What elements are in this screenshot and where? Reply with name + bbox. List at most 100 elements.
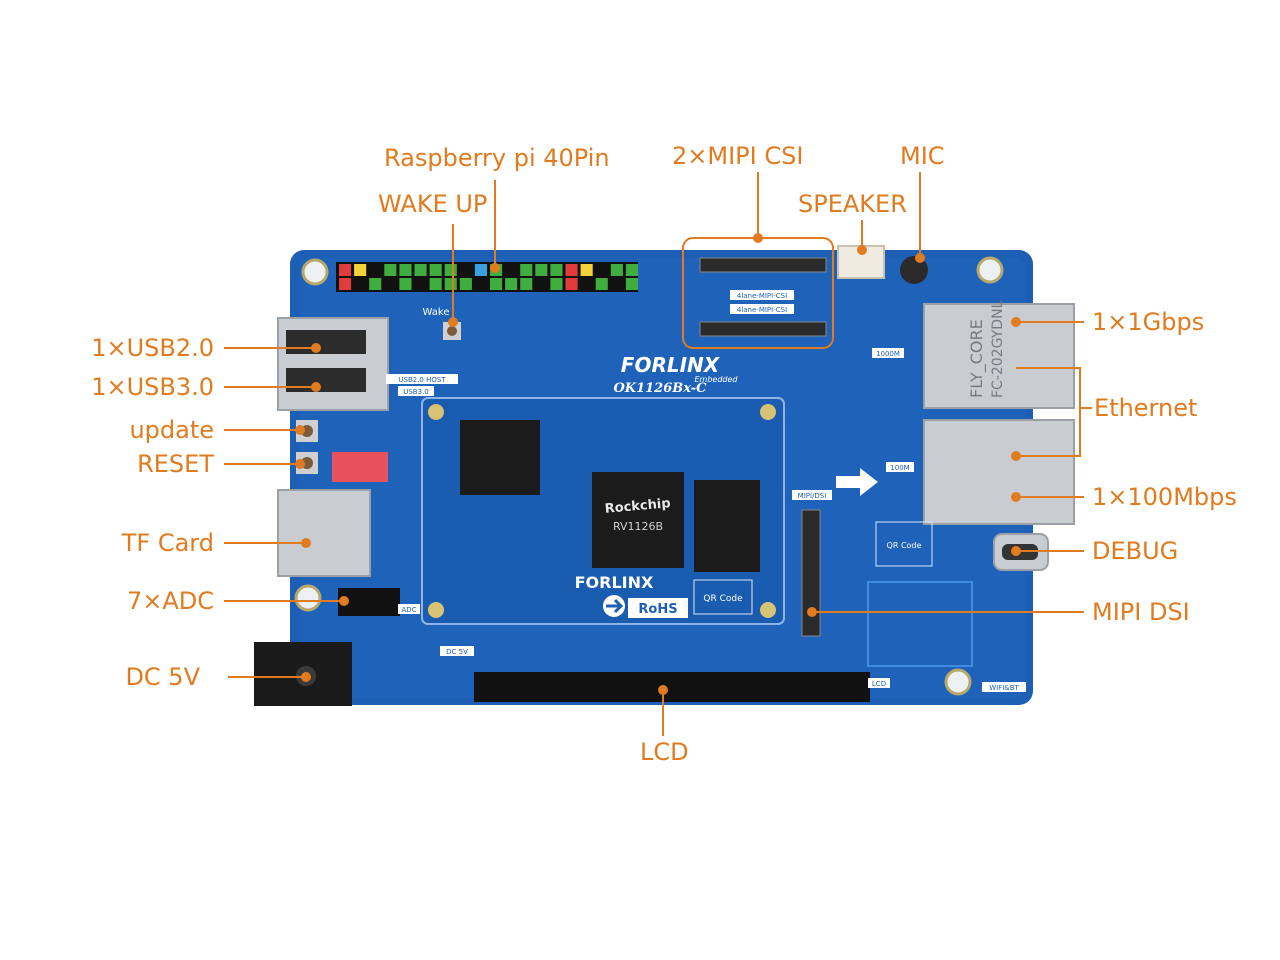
header-pin [580, 264, 593, 276]
header-pin [550, 278, 563, 290]
header-pin [414, 278, 427, 290]
board-qr: QR Code [887, 541, 922, 550]
label-lcd: LCD [640, 738, 689, 766]
soc-chip [592, 472, 684, 568]
header-pin [520, 264, 533, 276]
wifi-module [867, 581, 973, 667]
label-usb20: 1×USB2.0 [91, 334, 214, 362]
label-mic: MIC [900, 142, 945, 170]
csi-connector-1 [699, 257, 827, 273]
gig-tag: 1000M [876, 350, 900, 358]
header-pin [399, 278, 412, 290]
header-pin [520, 278, 533, 290]
mic-component [900, 256, 928, 284]
header-pin [580, 278, 593, 290]
leader-lines [224, 172, 1092, 736]
leader-dots [295, 233, 1021, 695]
usb-tag: USB2.0 HOST [398, 376, 446, 384]
dsi-connector [801, 509, 821, 637]
label-tf-card: TF Card [121, 529, 214, 557]
csi-connector-2 [699, 321, 827, 337]
lcd-header [474, 672, 870, 702]
som-module: Rockchip RV1126B FORLINX RoHS QR Code [421, 397, 785, 625]
label-ethernet: Ethernet [1094, 394, 1198, 422]
eth-module-2: FC-202GYDNL [990, 300, 1006, 398]
raspberry-pi-header [336, 262, 638, 292]
memory-chip [460, 420, 540, 495]
dsi-tag: MIPI/DSI [798, 492, 827, 500]
brand-logo: FORLINX [621, 353, 721, 377]
dip-switch [332, 452, 388, 482]
header-pin [550, 264, 563, 276]
header-pin [505, 278, 518, 290]
header-pin [625, 278, 638, 290]
header-pin [474, 264, 487, 276]
header-pin [565, 278, 578, 290]
header-pin [505, 264, 518, 276]
label-mipi-csi: 2×MIPI CSI [672, 142, 804, 170]
mount-hole [944, 668, 972, 696]
header-pin [429, 264, 442, 276]
header-pin [459, 278, 472, 290]
speaker-connector [837, 245, 885, 279]
header-pin [339, 278, 352, 290]
label-speaker: SPEAKER [798, 190, 907, 218]
header-pin [429, 278, 442, 290]
eth-module-1: FLY_CORE [967, 319, 987, 398]
label-usb30: 1×USB3.0 [91, 373, 214, 401]
header-pin [444, 264, 457, 276]
flash-chip [694, 480, 760, 572]
usb3-tag: USB3.0 [403, 388, 429, 396]
header-pin [610, 264, 623, 276]
header-pin [625, 264, 638, 276]
wake-tag: Wake [423, 307, 450, 318]
header-pin [369, 278, 382, 290]
board-model: OK1126Bx-C [613, 381, 707, 396]
label-wake-up: WAKE UP [378, 190, 488, 218]
header-pin [474, 278, 487, 290]
fast-tag: 100M [890, 464, 909, 472]
label-raspberry-pi: Raspberry pi 40Pin [384, 144, 610, 172]
rohs-mark: RoHS [638, 602, 677, 617]
header-pin [535, 264, 548, 276]
header-pin [384, 264, 397, 276]
brand-sub: Embedded [694, 375, 738, 384]
label-gbps: 1×1Gbps [1092, 308, 1205, 336]
header-pin [595, 264, 608, 276]
dc-tag: DC 5V [446, 648, 468, 656]
wifi-tag: WIFI&BT [989, 684, 1019, 692]
ethernet-100mbps [923, 419, 1075, 525]
header-pin [354, 264, 367, 276]
header-pin [399, 264, 412, 276]
ethernet-bracket [1016, 367, 1081, 457]
csi-tag: 4lane-MIPI-CSI [737, 292, 787, 300]
label-adc: 7×ADC [126, 587, 214, 615]
chip-model: RV1126B [613, 520, 663, 533]
header-pin [354, 278, 367, 290]
chip-brand: Rockchip [604, 496, 671, 517]
csi-tag-2: 4lane-MIPI-CSI [737, 306, 787, 314]
mount-hole [301, 258, 329, 286]
som-qr: QR Code [703, 594, 743, 604]
label-100mbps: 1×100Mbps [1092, 483, 1237, 511]
header-pin [459, 264, 472, 276]
label-update: update [129, 416, 214, 444]
header-pin [444, 278, 457, 290]
mount-hole [294, 584, 322, 612]
som-brand: FORLINX [575, 573, 654, 592]
mount-hole [976, 256, 1004, 284]
label-mipi-dsi: MIPI DSI [1092, 598, 1190, 626]
lcd-tag: LCD [872, 680, 886, 688]
header-pin [369, 264, 382, 276]
tf-card-slot [277, 489, 371, 577]
header-pin [339, 264, 352, 276]
header-pin [595, 278, 608, 290]
header-pin [414, 264, 427, 276]
header-pin [535, 278, 548, 290]
arrow-right-icon [836, 468, 878, 496]
header-pin [610, 278, 623, 290]
adc-tag: ADC [401, 606, 416, 614]
header-pin [490, 278, 503, 290]
header-pin [565, 264, 578, 276]
